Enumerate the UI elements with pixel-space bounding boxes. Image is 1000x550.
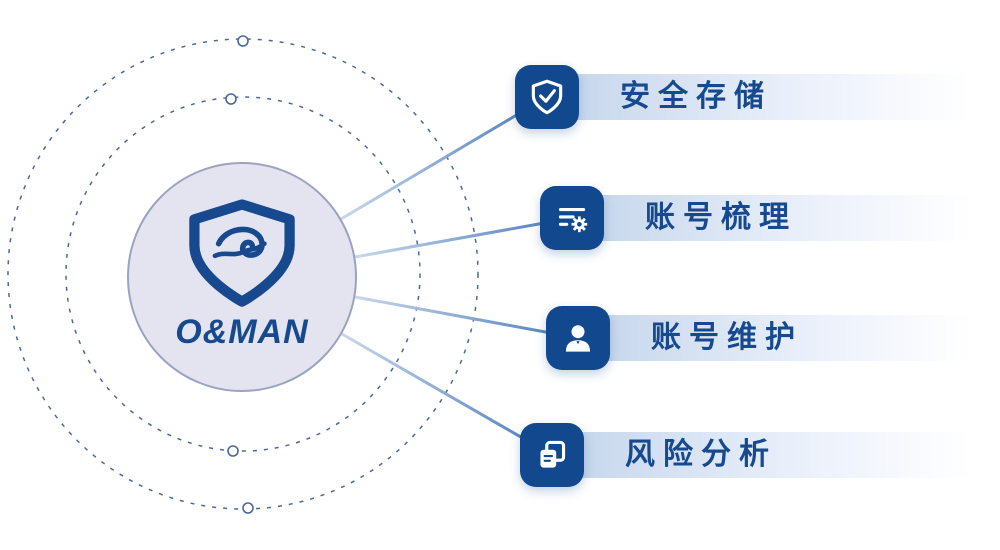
shield-wave-logo [189,198,295,307]
feature-label-bar: 账号梳理 [570,195,988,241]
ring-node-bottom-inner [227,445,239,457]
user-icon [546,306,610,370]
account-list-gear-icon [540,186,604,250]
inner-dashed-ring [65,96,421,452]
feature-label: 安全存储 [620,80,772,113]
connector-line-3 [353,295,580,340]
ring-node-bottom-outer [242,502,254,514]
connector-line-1 [339,95,549,221]
shield-check-icon [515,65,579,129]
feature-label: 账号维护 [651,321,803,354]
ring-node-top-inner [225,93,237,105]
connector-line-2 [353,216,574,259]
feature-label: 账号梳理 [645,201,797,234]
connector-line-4 [340,332,554,457]
gear-glyph [571,216,588,233]
brand-circle: O&MAN [127,162,357,392]
documents-copy-icon [520,423,584,487]
feature-label-bar: 风险分析 [550,432,988,478]
feature-label-bar: 安全存储 [545,74,988,120]
feature-label-bar: 账号维护 [576,315,988,361]
outer-dashed-ring [7,38,479,510]
feature-label: 风险分析 [625,438,777,471]
ring-node-top-outer [237,35,249,47]
brand-name: O&MAN [175,312,309,351]
